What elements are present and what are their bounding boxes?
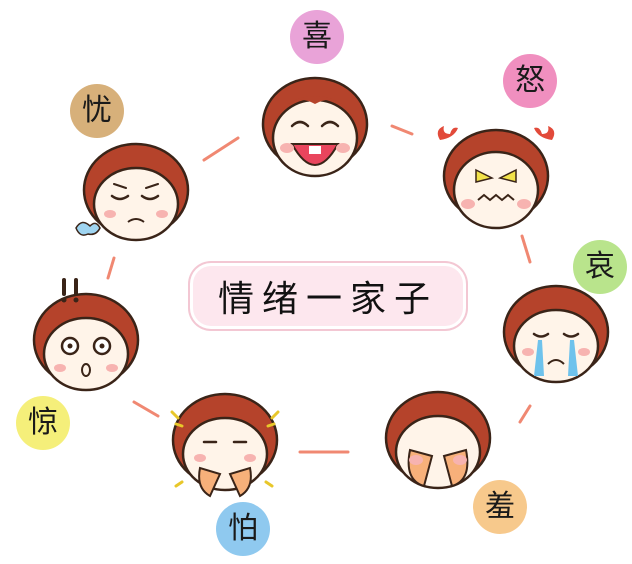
emotion-badge-worry: 忧	[70, 84, 124, 138]
emotion-label: 哀	[585, 249, 615, 284]
emotion-badge-joy: 喜	[290, 10, 344, 64]
emotion-badge-sorrow: 哀	[573, 240, 627, 294]
emotion-badge-fear: 怕	[216, 502, 270, 556]
worry-face-icon	[75, 142, 190, 242]
title-banner: 情绪一家子	[193, 266, 463, 326]
emotion-label: 羞	[485, 489, 515, 524]
surprise-face-icon	[32, 278, 140, 392]
fear-face-icon	[170, 392, 280, 498]
emotion-label: 喜	[302, 19, 332, 54]
emotion-badge-shy: 羞	[473, 480, 527, 534]
emotion-badge-surprise: 惊	[16, 396, 70, 450]
emotion-label: 怕	[228, 511, 258, 546]
emotion-label: 忧	[82, 93, 112, 128]
joy-face-icon	[261, 76, 369, 178]
emotion-badge-anger: 怒	[503, 54, 557, 108]
emotion-label: 怒	[515, 63, 545, 98]
anger-face-icon	[437, 126, 555, 230]
emotion-label: 惊	[28, 405, 58, 440]
sorrow-face-icon	[502, 284, 610, 384]
connector-lines	[106, 124, 532, 454]
shy-face-icon	[384, 390, 492, 490]
page-title: 情绪一家子	[217, 279, 438, 320]
